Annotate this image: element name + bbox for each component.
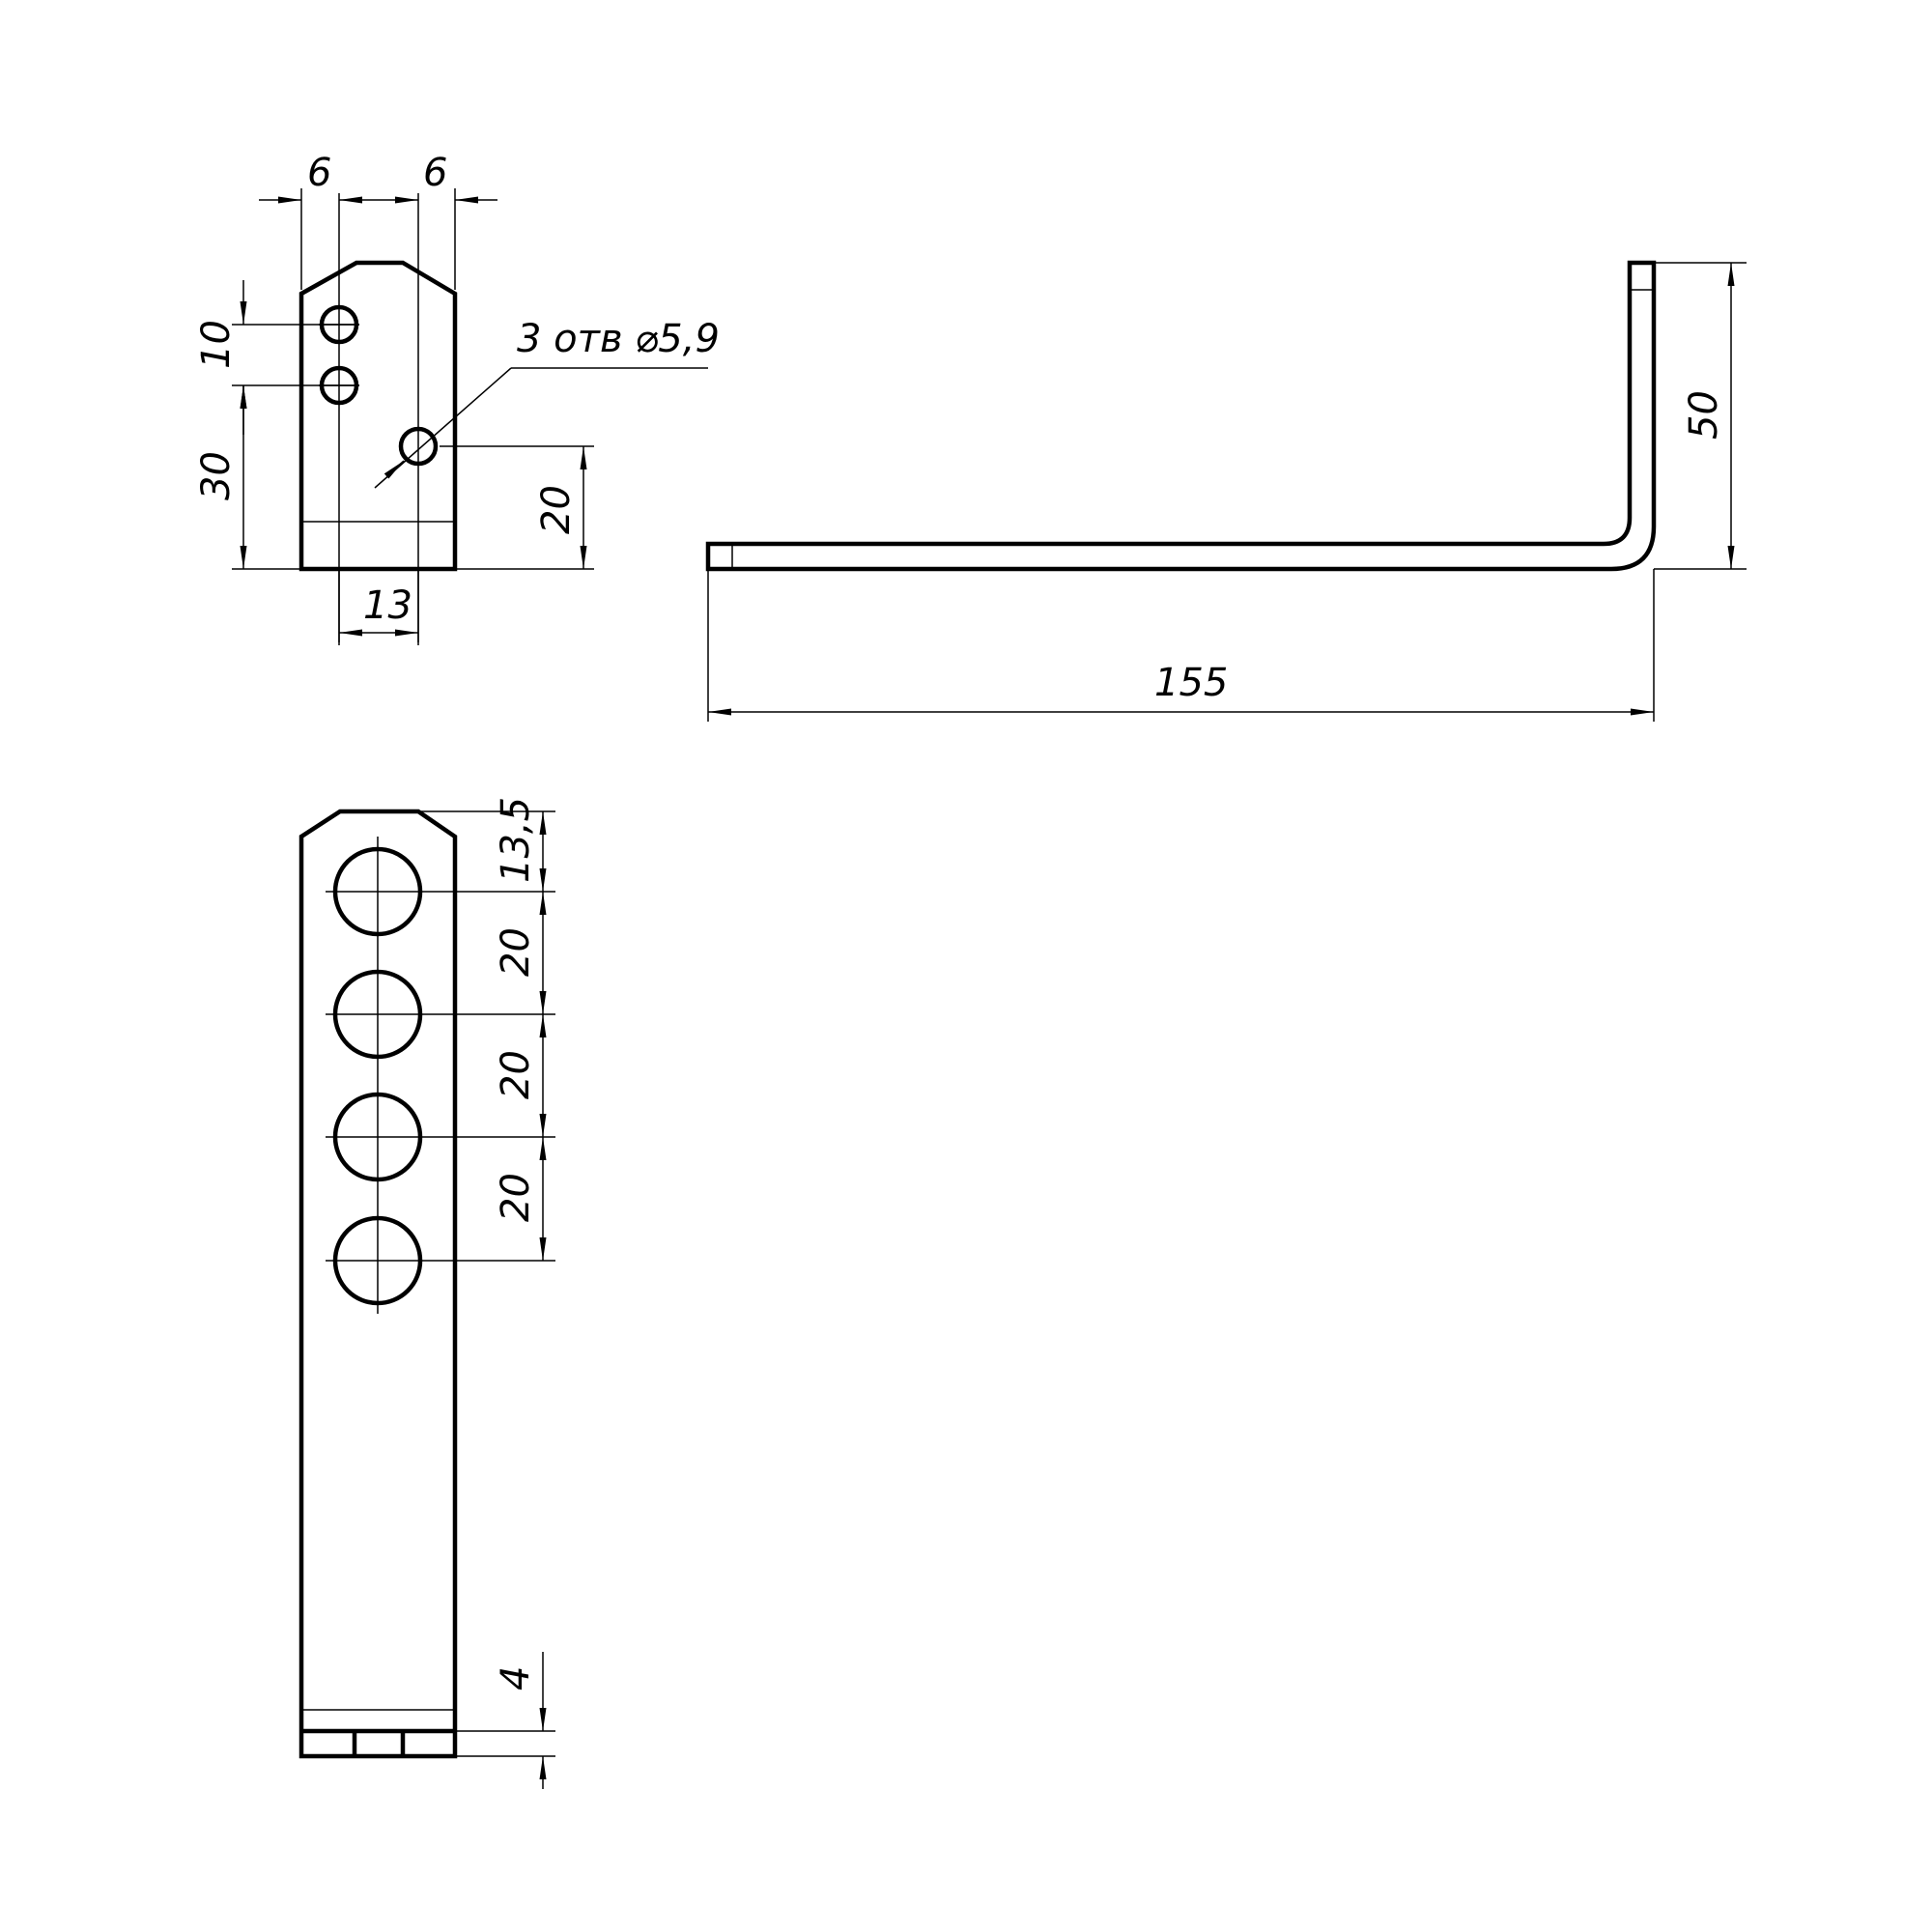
dim-pitch-1: 20: [494, 927, 538, 977]
dim-thickness: 4: [494, 1666, 538, 1690]
dim-pitch-2: 20: [494, 1050, 538, 1099]
dim-hole-height: 30: [194, 451, 239, 500]
bottom-view: 13,5 20 20 20 4: [298, 797, 555, 1789]
dim-side-height: 50: [1682, 390, 1726, 440]
side-profile-outline: [705, 260, 1657, 572]
top-left-view: 6 6 10 30 20 13 3 отв ⌀5,9: [194, 151, 720, 645]
dim-hole-spacing: 13: [363, 583, 412, 628]
dim-hole-pitch: 10: [194, 320, 239, 369]
callout-leader: [374, 367, 512, 489]
dim-left-offset: 6: [307, 151, 331, 195]
dim-side-length: 155: [1154, 661, 1228, 705]
side-view: 50 155: [705, 260, 1747, 722]
callout-arrow: [384, 460, 405, 479]
dim-right-offset: 6: [423, 151, 447, 195]
hole-callout: 3 отв ⌀5,9: [517, 317, 720, 361]
dim-pitch-3: 20: [494, 1173, 538, 1222]
dim-right-hole-height: 20: [534, 485, 579, 534]
dim-top-offset: 13,5: [494, 797, 538, 883]
top-left-outline: [298, 260, 458, 572]
